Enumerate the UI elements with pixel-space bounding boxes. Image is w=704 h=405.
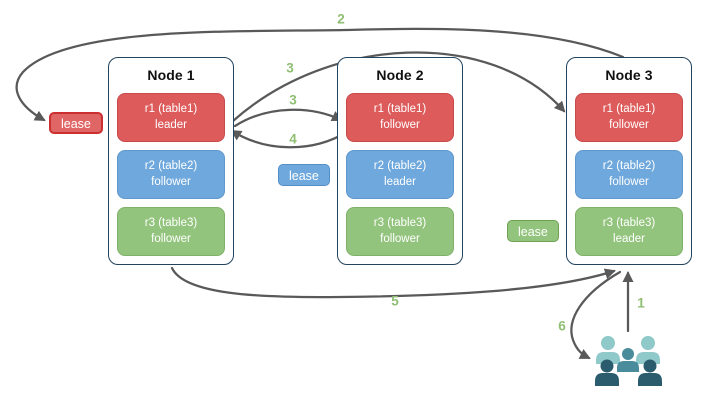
- replica-role: follower: [380, 232, 420, 245]
- replica-name: r2 (table2): [602, 160, 656, 173]
- replica-r2-node1: r2 (table2) follower: [117, 150, 225, 199]
- replica-role: follower: [151, 232, 191, 245]
- step-label-1: 1: [637, 295, 645, 311]
- replica-r3-node1: r3 (table3) follower: [117, 207, 225, 256]
- replica-role: follower: [151, 175, 191, 188]
- replica-role: leader: [155, 118, 187, 131]
- replica-role: follower: [609, 118, 649, 131]
- replica-r3-node3: r3 (table3) leader: [575, 207, 683, 256]
- replica-name: r1 (table1): [144, 103, 198, 116]
- replica-role: leader: [384, 175, 416, 188]
- replica-r1-node3: r1 (table1) follower: [575, 93, 683, 142]
- replica-r2-node2: r2 (table2) leader: [346, 150, 454, 199]
- node-card-3: Node 3 r1 (table1) follower r2 (table2) …: [566, 57, 692, 265]
- node-card-1: Node 1 r1 (table1) leader r2 (table2) fo…: [108, 57, 234, 265]
- arrow-step-3-node1-to-node2: [233, 108, 343, 128]
- replica-role: leader: [613, 232, 645, 245]
- user-figure-top-right: [636, 336, 660, 364]
- replica-name: r3 (table3): [602, 217, 656, 230]
- user-figure-middle: [617, 348, 639, 372]
- replica-r1-node2: r1 (table1) follower: [346, 93, 454, 142]
- step-label-3b: 3: [289, 92, 297, 108]
- arrow-step-6-node3-to-users: [570, 270, 622, 360]
- lease-badge-blue: lease: [278, 164, 330, 186]
- step-label-3a: 3: [286, 60, 294, 76]
- replica-name: r2 (table2): [144, 160, 198, 173]
- lease-badge-red: lease: [49, 112, 103, 134]
- arrow-step-4-node2-to-node1: [230, 129, 349, 149]
- replica-role: follower: [609, 175, 649, 188]
- step-label-5: 5: [391, 293, 399, 309]
- users-icon: [595, 336, 662, 386]
- replica-name: r3 (table3): [144, 217, 198, 230]
- node-title: Node 3: [605, 67, 653, 83]
- arrow-step-5-node1-to-node3: [170, 266, 616, 299]
- user-figure-bottom-left: [595, 359, 619, 386]
- replica-name: r2 (table2): [373, 160, 427, 173]
- step-label-4: 4: [289, 131, 297, 147]
- node-title: Node 2: [376, 67, 424, 83]
- replica-r3-node2: r3 (table3) follower: [346, 207, 454, 256]
- node-card-2: Node 2 r1 (table1) follower r2 (table2) …: [337, 57, 463, 265]
- replica-name: r3 (table3): [373, 217, 427, 230]
- user-figure-top-left: [596, 336, 620, 364]
- step-label-2: 2: [337, 11, 345, 27]
- step-label-6: 6: [558, 318, 566, 334]
- node-title: Node 1: [147, 67, 195, 83]
- replica-r1-node1: r1 (table1) leader: [117, 93, 225, 142]
- arrow-step-3-node1-to-node3: [231, 51, 566, 123]
- replica-name: r1 (table1): [373, 103, 427, 116]
- replica-role: follower: [380, 118, 420, 131]
- user-figure-bottom-right: [638, 359, 662, 386]
- arrow-step-2-node3-to-lease1: [15, 27, 625, 122]
- replica-r2-node3: r2 (table2) follower: [575, 150, 683, 199]
- replica-name: r1 (table1): [602, 103, 656, 116]
- lease-badge-green: lease: [507, 220, 559, 242]
